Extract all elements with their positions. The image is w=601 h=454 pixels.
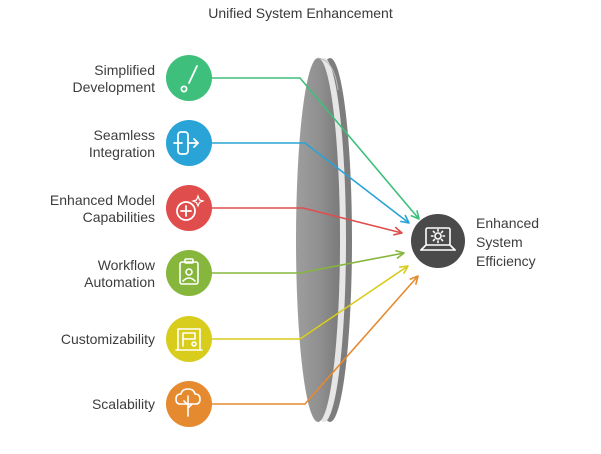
pencil-icon: [180, 65, 198, 93]
seamless-integration-connector: [212, 142, 410, 224]
simplified-development-arrowhead: [410, 210, 420, 220]
workflow-automation-label: Workflow Automation: [84, 257, 155, 290]
cloud-tree-icon: [175, 388, 201, 417]
workflow-automation-circle: [166, 250, 212, 296]
enhanced-system-efficiency-label: Enhanced System Efficiency: [476, 215, 540, 269]
customizability-arrowhead: [399, 265, 409, 275]
sewing-machine-icon: [175, 328, 203, 351]
enhanced-model-capabilities-connector: [212, 207, 403, 234]
item-circles: [166, 55, 212, 427]
integration-icon: [173, 131, 199, 155]
lens-shape: [296, 57, 352, 422]
enhanced-model-capabilities-node: [166, 185, 212, 231]
robot-badge-icon: [179, 258, 199, 285]
simplified-development-connector: [212, 77, 420, 220]
seamless-integration-arrowhead: [400, 214, 410, 224]
enhanced-model-capabilities-label: Enhanced Model Capabilities: [49, 192, 155, 225]
enhanced-model-capabilities-circle: [166, 185, 212, 231]
customizability-node: [166, 316, 212, 362]
enhanced-system-efficiency-node: [411, 214, 465, 268]
simplified-development-node: [166, 55, 212, 101]
simplified-development-circle: [166, 55, 212, 101]
seamless-integration-label: Seamless Integration: [88, 127, 155, 160]
scalability-label: Scalability: [91, 396, 155, 412]
scalability-connector: [212, 275, 419, 405]
seamless-integration-node: [166, 120, 212, 166]
laptop-gear-icon: [420, 227, 456, 251]
scalability-node: [166, 381, 212, 427]
workflow-automation-arrowhead: [395, 249, 405, 260]
diagram-title: Unified System Enhancement: [208, 5, 393, 21]
simplified-development-label: Simplified Development: [72, 62, 156, 95]
sparkle-plus-icon: [176, 194, 205, 221]
customizability-label: Customizability: [60, 331, 155, 347]
workflow-automation-connector: [212, 252, 405, 274]
connector-lines: [212, 77, 420, 405]
workflow-automation-node: [166, 250, 212, 296]
customizability-connector: [212, 265, 409, 340]
scalability-arrowhead: [409, 275, 419, 285]
enhanced-model-capabilities-arrowhead: [393, 226, 403, 236]
